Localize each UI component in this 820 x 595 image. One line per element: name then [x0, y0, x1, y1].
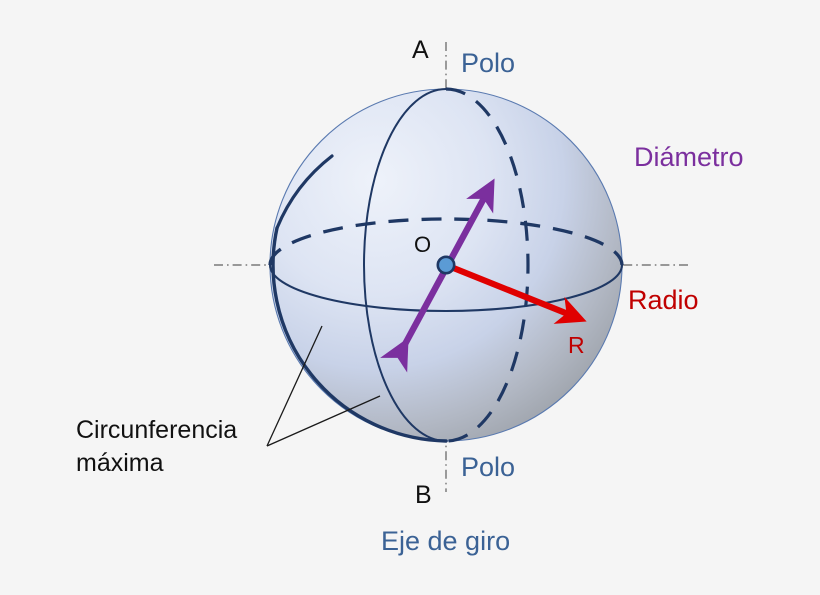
label-radio: Radio — [628, 285, 699, 315]
label-radio-short: R — [568, 332, 585, 358]
meridian-front-arc — [363, 88, 447, 442]
label-point-a: A — [412, 36, 429, 64]
label-eje-de-giro: Eje de giro — [381, 526, 511, 556]
equator-back-arc — [268, 217, 624, 266]
label-center-o: O — [414, 232, 432, 257]
label-circunferencia-maxima: Circunferencia máxima — [76, 414, 286, 479]
label-diametro: Diámetro — [634, 142, 744, 172]
label-polo-top: Polo — [461, 48, 516, 78]
label-point-b: B — [415, 481, 432, 509]
leader-line-equator — [266, 325, 323, 447]
great-circle-ring-upper — [275, 154, 334, 230]
meridian-back-arc — [445, 87, 530, 443]
label-circunferencia-maxima-line1: Circunferencia — [76, 416, 238, 444]
radius-arrow — [444, 262, 587, 324]
center-point-dot — [436, 255, 456, 275]
label-polo-bottom: Polo — [461, 452, 516, 482]
label-circunferencia-maxima-line2: máxima — [76, 448, 164, 477]
great-circle-ring — [271, 226, 448, 443]
leader-line-meridian — [266, 395, 381, 447]
